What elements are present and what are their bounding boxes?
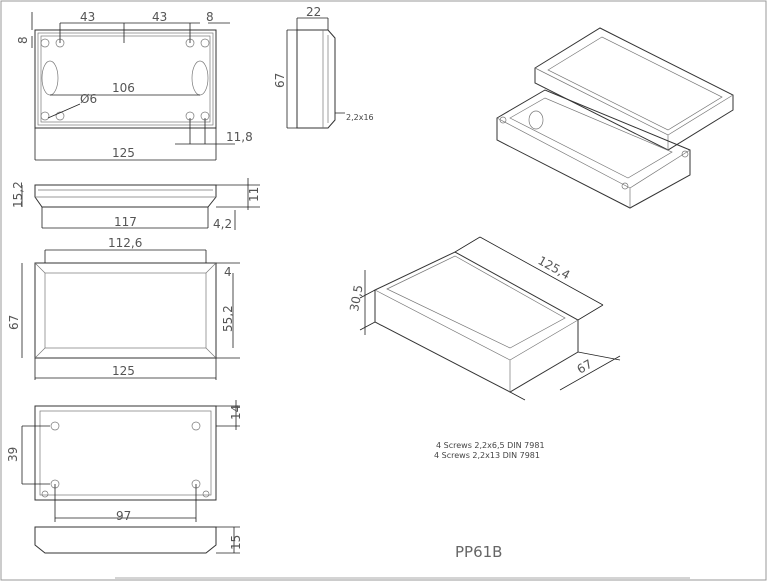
end-view: 22 67 2,2x16: [273, 5, 374, 129]
dim-screw: 2,2x16: [346, 113, 374, 122]
exploded-isometric-view: [496, 27, 734, 209]
dim-15-2: 15,2: [11, 181, 25, 208]
dim-117: 117: [114, 215, 137, 229]
dim-106: 106: [112, 81, 135, 95]
dim-22: 22: [306, 5, 321, 19]
dim-67: 67: [7, 315, 21, 330]
dim-14: 14: [229, 405, 243, 420]
lid-side-view: 15: [34, 526, 243, 554]
dim-125: 125: [112, 146, 135, 160]
front-view: 112,6 67 55,2 4 125: [7, 236, 240, 380]
dim-67-end: 67: [273, 73, 287, 88]
dim-4-2: 4,2: [213, 217, 232, 231]
dim-55-2: 55,2: [221, 305, 235, 332]
dim-11: 11: [247, 187, 261, 202]
dim-39: 39: [6, 447, 20, 462]
dim-hole-diameter: Ø6: [80, 92, 97, 106]
dim-height: 30,5: [347, 284, 365, 313]
dim-112-6: 112,6: [108, 236, 142, 250]
dim-125-front: 125: [112, 364, 135, 378]
drawing-title: PP61B: [455, 543, 502, 561]
dim-width: 67: [575, 357, 595, 377]
dim-8-side: 8: [16, 36, 30, 44]
assembled-isometric-view: 125,4 30,5 67: [347, 236, 621, 401]
side-view: 15,2 11 117 4,2: [11, 178, 261, 231]
top-view: 43 43 8 8 106 Ø6 11,8 125: [16, 10, 253, 161]
note-screws-1: 4 Screws 2,2x6,5 DIN 7981: [436, 441, 545, 450]
dim-15: 15: [229, 535, 243, 550]
dim-4: 4: [224, 265, 232, 279]
dim-43-right: 43: [152, 10, 167, 24]
dim-97: 97: [116, 509, 131, 523]
dim-8-top: 8: [206, 10, 214, 24]
bottom-view: 14 39 97: [6, 400, 243, 523]
dim-43-left: 43: [80, 10, 95, 24]
dim-11-8: 11,8: [226, 130, 253, 144]
note-screws-2: 4 Screws 2,2x13 DIN 7981: [434, 451, 540, 460]
